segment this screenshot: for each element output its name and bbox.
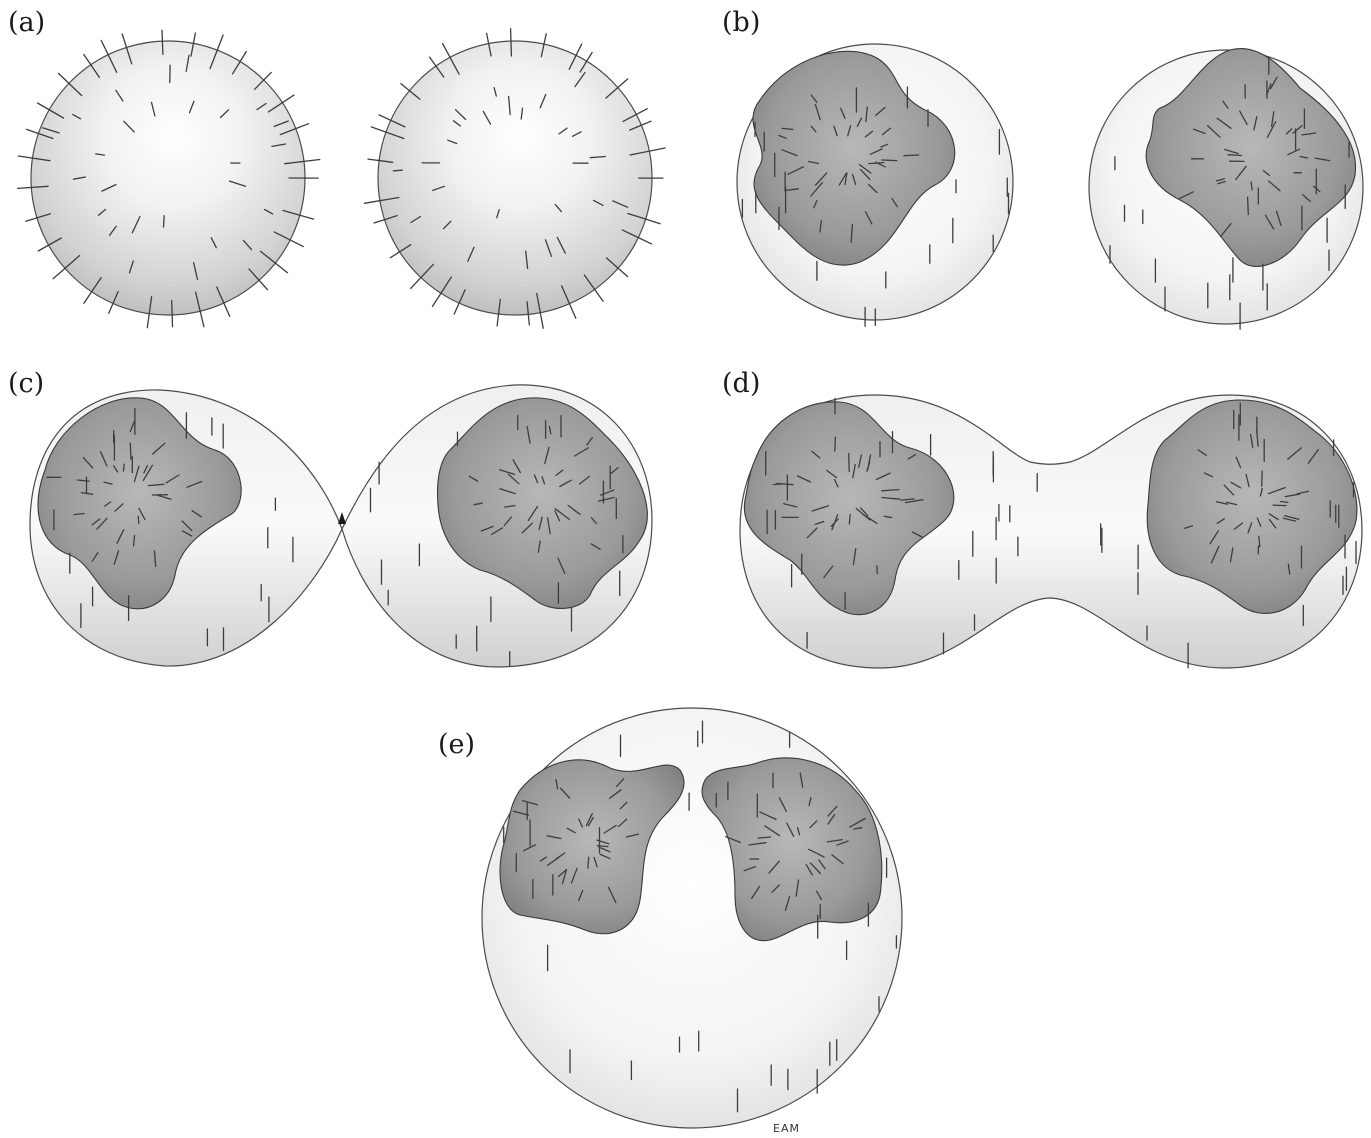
panel-d [740,395,1362,668]
hatch-stroke [1228,155,1242,156]
hatch-stroke [1248,197,1249,215]
hatch-stroke [134,535,135,545]
hatch-stroke [882,160,897,161]
hatch-stroke [835,437,836,451]
panel-b [737,44,1363,329]
hatch-stroke [164,216,165,227]
artist-signature: EAM [773,1122,800,1135]
sphere-a-right [378,41,652,315]
panel-c [30,385,652,667]
panel-label-c: (c) [8,368,44,399]
hatch-stroke [130,443,131,459]
panel-a [18,29,666,329]
hatch-stroke [1273,505,1286,506]
sphere-a-left [31,41,305,315]
hatch-stroke [138,516,139,523]
hatch-stroke [849,514,850,524]
hatch-stroke [393,170,402,171]
panel-e [482,708,902,1128]
panel-label-b: (b) [722,7,760,38]
contact-point-c [338,512,346,524]
hatch-stroke [904,155,919,156]
hatch-stroke [123,464,124,471]
panel-label-d: (d) [722,368,760,399]
hatch-stroke [511,29,512,56]
panel-label-a: (a) [8,7,45,38]
hatch-stroke [1262,471,1263,486]
hatch-stroke [849,454,850,472]
hatch-stroke [877,566,878,574]
panel-label-e: (e) [438,729,475,760]
hatch-stroke [588,857,589,868]
hatch-stroke [1280,502,1288,503]
hatch-stroke [162,30,163,54]
hatch-stroke [172,301,173,327]
